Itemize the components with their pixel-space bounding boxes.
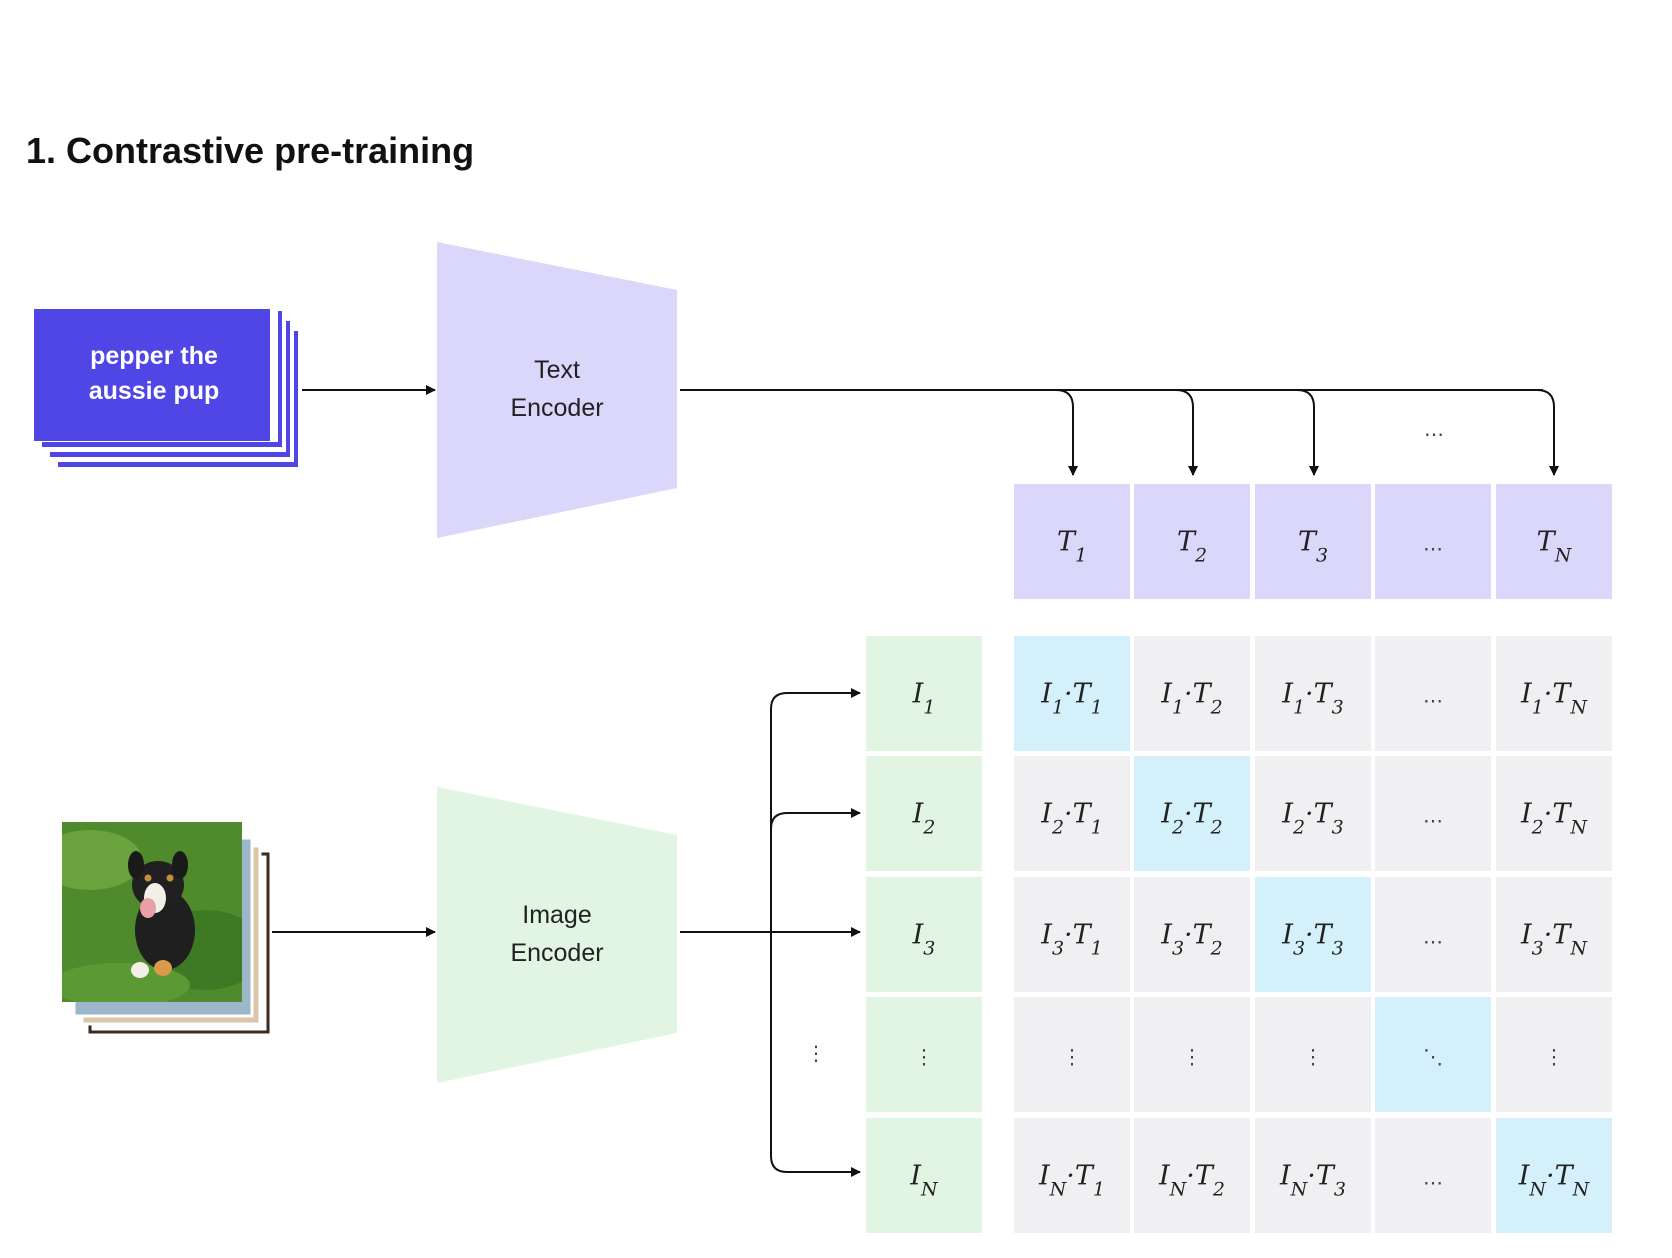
text-encoder-shape xyxy=(437,242,677,538)
image-encoder-label-line2: Encoder xyxy=(510,939,603,967)
image-embedding-cell xyxy=(866,1118,982,1233)
fanout-vertical-ellipsis: ⋮ xyxy=(806,1041,826,1065)
matrix-cell xyxy=(1496,636,1612,751)
matrix-diagonal-cell xyxy=(1255,877,1371,992)
text-embedding-cell xyxy=(1014,484,1130,599)
text-embedding-cell xyxy=(1255,484,1371,599)
matrix-cell xyxy=(1134,997,1250,1112)
matrix-cell xyxy=(1014,1118,1130,1233)
matrix-diagonal-cell xyxy=(1496,1118,1612,1233)
matrix-cell xyxy=(1255,997,1371,1112)
matrix-cell xyxy=(1375,636,1491,751)
matrix-horizontal-ellipsis: … xyxy=(1423,1166,1443,1190)
matrix-diagonal-cell xyxy=(1134,756,1250,871)
matrix-cell xyxy=(1496,997,1612,1112)
matrix-diagonal-cell xyxy=(1014,636,1130,751)
image-embedding-ellipsis: ⋮ xyxy=(914,1045,934,1069)
matrix-cell xyxy=(1375,756,1491,871)
image-embedding-cell xyxy=(866,636,982,751)
matrix-cell xyxy=(1134,1118,1250,1233)
image-embedding-cell xyxy=(866,997,982,1112)
matrix-vertical-ellipsis: ⋮ xyxy=(1544,1045,1564,1069)
matrix-vertical-ellipsis: ⋮ xyxy=(1303,1045,1323,1069)
matrix-cell xyxy=(1255,1118,1371,1233)
matrix-horizontal-ellipsis: … xyxy=(1423,804,1443,828)
image-embedding-cell xyxy=(866,877,982,992)
similarity-value: I3·T2 xyxy=(1160,920,1222,960)
matrix-vertical-ellipsis: ⋮ xyxy=(1062,1045,1082,1069)
section-title: 1. Contrastive pre-training xyxy=(26,130,474,171)
image-embedding-cell xyxy=(866,756,982,871)
matrix-cell xyxy=(1255,636,1371,751)
matrix-horizontal-ellipsis: … xyxy=(1423,684,1443,708)
text-fanout-arrows: … xyxy=(680,389,1559,476)
caption-card-front xyxy=(34,309,270,441)
text-embedding-ellipsis: … xyxy=(1423,532,1443,556)
matrix-cell xyxy=(1496,756,1612,871)
matrix-cell xyxy=(1014,756,1130,871)
text-input-stack: pepper the aussie pup xyxy=(34,306,298,467)
text-embedding-cell xyxy=(1134,484,1250,599)
image-encoder: Image Encoder xyxy=(437,787,677,1083)
caption-text-line1: pepper the xyxy=(90,342,218,370)
text-embedding-cell xyxy=(1496,484,1612,599)
matrix-cell xyxy=(1496,877,1612,992)
matrix-horizontal-ellipsis: … xyxy=(1423,925,1443,949)
puppy-photo xyxy=(62,822,242,1002)
image-encoder-label-line1: Image xyxy=(522,901,591,929)
matrix-cell xyxy=(1014,997,1130,1112)
image-encoder-shape xyxy=(437,787,677,1083)
matrix-cell xyxy=(1375,877,1491,992)
text-embedding-cell xyxy=(1375,484,1491,599)
caption-text-line2: aussie pup xyxy=(89,377,220,405)
matrix-cell xyxy=(1134,636,1250,751)
fanout-ellipsis: … xyxy=(1424,417,1444,441)
matrix-cell xyxy=(1255,756,1371,871)
matrix-cell xyxy=(1134,877,1250,992)
matrix-vertical-ellipsis: ⋮ xyxy=(1182,1045,1202,1069)
matrix-diagonal-ellipsis: ⋱ xyxy=(1423,1045,1443,1069)
matrix-cell xyxy=(1375,1118,1491,1233)
image-input-stack xyxy=(62,822,270,1034)
similarity-value: IN·T3 xyxy=(1279,1161,1346,1201)
text-encoder: Text Encoder xyxy=(437,242,677,538)
image-fanout-arrows: ⋮ xyxy=(680,688,861,1177)
text-encoder-label-line2: Encoder xyxy=(510,394,603,422)
matrix-cell xyxy=(1014,877,1130,992)
text-encoder-label-line1: Text xyxy=(534,356,580,384)
matrix-diagonal-cell xyxy=(1375,997,1491,1112)
